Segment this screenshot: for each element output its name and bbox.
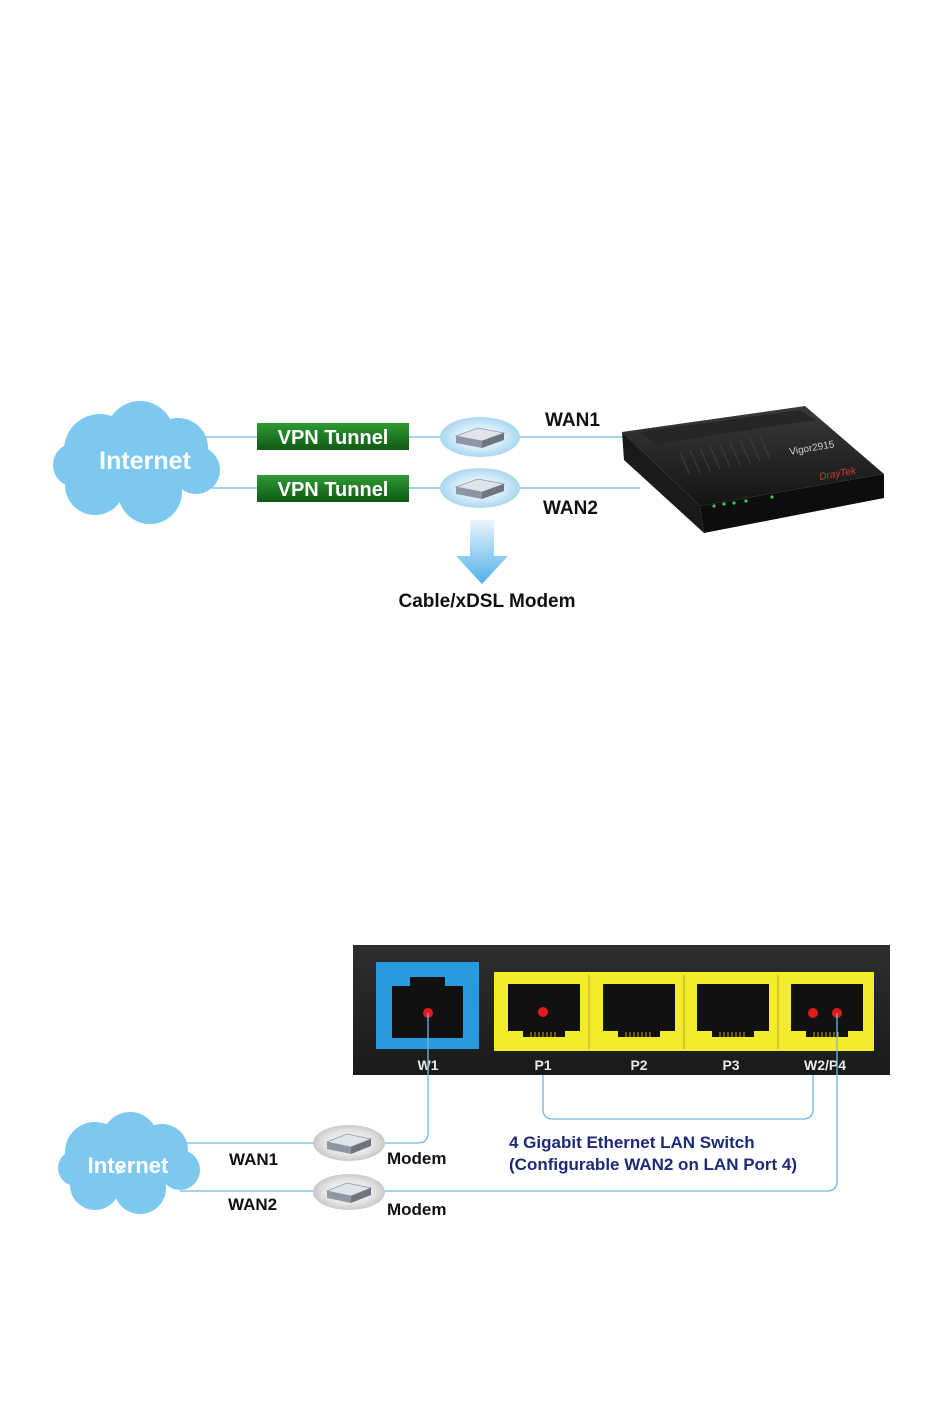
port-p3 [697, 984, 769, 1037]
switch-caption-line1: 4 Gigabit Ethernet LAN Switch [509, 1133, 755, 1152]
internet-label: Internet [99, 447, 191, 475]
modem-down-arrow [456, 520, 508, 584]
port-p2 [603, 984, 675, 1037]
modem-1-icon [440, 417, 520, 457]
port-label-p2: P2 [630, 1057, 647, 1073]
modem-caption: Cable/xDSL Modem [398, 591, 575, 612]
wan2-label-2: WAN2 [228, 1195, 277, 1214]
wan1-label-2: WAN1 [229, 1150, 278, 1169]
modem-4-icon [313, 1174, 385, 1210]
vpn-tunnel-2-label: VPN Tunnel [278, 479, 389, 501]
modem-3-icon [313, 1125, 385, 1161]
wan2-label: WAN2 [543, 498, 598, 519]
diagram-ports: W1 P1 P2 P3 W2/P4 Internet WAN1 WAN2 [58, 945, 890, 1219]
diagram-vpn: Internet VPN Tunnel VPN Tunnel Cable/xDS… [53, 401, 884, 612]
lan-switch-bracket [543, 1075, 813, 1119]
port-p1 [508, 984, 580, 1037]
modem-2-icon [440, 468, 520, 508]
router-device: Vigor2915 DrayTek [622, 406, 884, 533]
wan1-label: WAN1 [545, 410, 600, 431]
internet-2-label: Internet [88, 1153, 169, 1178]
port-label-p1: P1 [534, 1057, 551, 1073]
port-w2-p4 [791, 984, 863, 1037]
switch-caption-line2: (Configurable WAN2 on LAN Port 4) [509, 1155, 797, 1174]
modem-2-label: Modem [387, 1200, 447, 1219]
modem-1-label: Modem [387, 1149, 447, 1168]
port-label-w2-p4: W2/P4 [804, 1057, 846, 1073]
port-label-p3: P3 [722, 1057, 739, 1073]
vpn-tunnel-1-label: VPN Tunnel [278, 427, 389, 449]
